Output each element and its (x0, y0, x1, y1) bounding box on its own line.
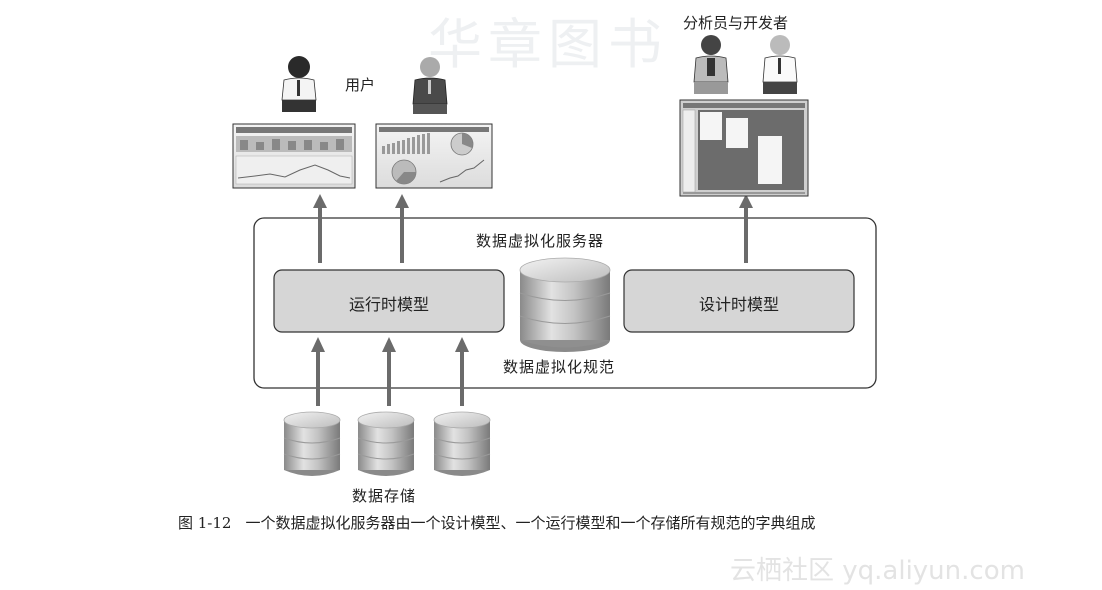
arrow-design-to-tool (739, 194, 753, 263)
runtime-model-label: 运行时模型 (348, 295, 429, 314)
design-tool-screen (679, 99, 809, 197)
person-user-1-icon (281, 56, 317, 112)
runtime-model-box (273, 269, 505, 333)
arrow-storage-3-to-runtime (455, 337, 469, 406)
arrow-runtime-to-dashboard-2 (395, 194, 409, 263)
arrow-storage-2-to-runtime (382, 337, 396, 406)
figure-caption-text: 一个数据虚拟化服务器由一个设计模型、一个运行模型和一个存储所有规范的字典组成 (245, 514, 816, 532)
figure-number: 图 1-12 (178, 514, 232, 532)
storage-label: 数据存储 (352, 487, 417, 505)
analysts-label: 分析员与开发者 (683, 14, 789, 32)
dashboard-screen-2 (375, 123, 493, 189)
server-label: 数据虚拟化服务器 (476, 232, 605, 250)
server-frame (253, 217, 877, 389)
spec-database-icon (519, 257, 611, 352)
person-analyst-1-icon (693, 35, 729, 94)
storage-database-icon-2 (357, 411, 415, 476)
design-model-box (623, 269, 855, 333)
person-user-2-icon (412, 57, 448, 114)
person-analyst-2-icon (762, 35, 798, 94)
site-watermark: 云栖社区 yq.aliyun.com (730, 556, 1025, 586)
figure-caption: 图 1-12 一个数据虚拟化服务器由一个设计模型、一个运行模型和一个存储所有规范的… (178, 512, 815, 533)
storage-database-icon-3 (433, 411, 491, 476)
design-model-label: 设计时模型 (698, 295, 779, 314)
arrow-runtime-to-dashboard-1 (313, 194, 327, 263)
arrow-storage-1-to-runtime (311, 337, 325, 406)
storage-database-icon-1 (283, 411, 341, 476)
users-label: 用户 (345, 76, 376, 94)
spec-label: 数据虚拟化规范 (503, 358, 616, 376)
dashboard-screen-1 (232, 123, 356, 189)
background-watermark: 华章图书 (428, 13, 668, 76)
